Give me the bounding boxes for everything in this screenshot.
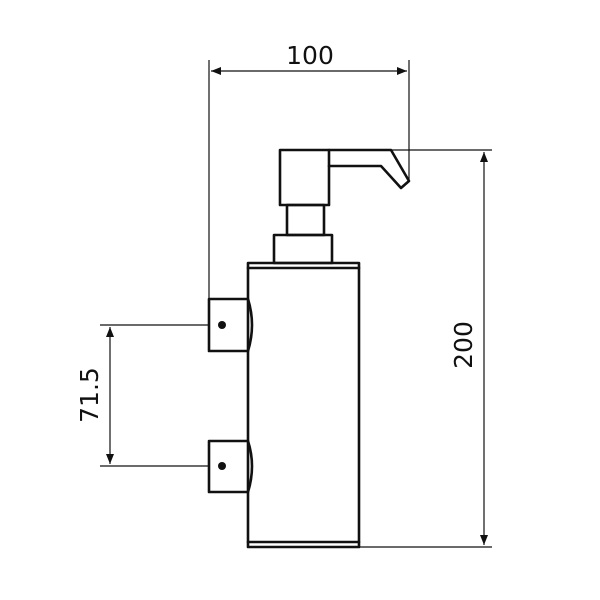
dimension-width-label: 100 [286,41,334,70]
dimension-width: 100 [208,41,410,299]
pump-head [278,148,331,207]
pump-stem [285,203,326,237]
dimension-bracket-spacing: 71.5 [75,324,209,467]
dimension-height-label: 200 [449,321,478,369]
dispenser-body [246,261,361,549]
screw-hole-icon [218,462,226,470]
dimension-height: 200 [359,149,492,548]
pump-spout [327,148,411,190]
dispenser-collar [272,233,334,265]
screw-hole-icon [218,321,226,329]
dimension-bracket-spacing-label: 71.5 [75,367,104,423]
wall-bracket-upper [207,297,254,353]
wall-bracket-lower [207,439,254,494]
